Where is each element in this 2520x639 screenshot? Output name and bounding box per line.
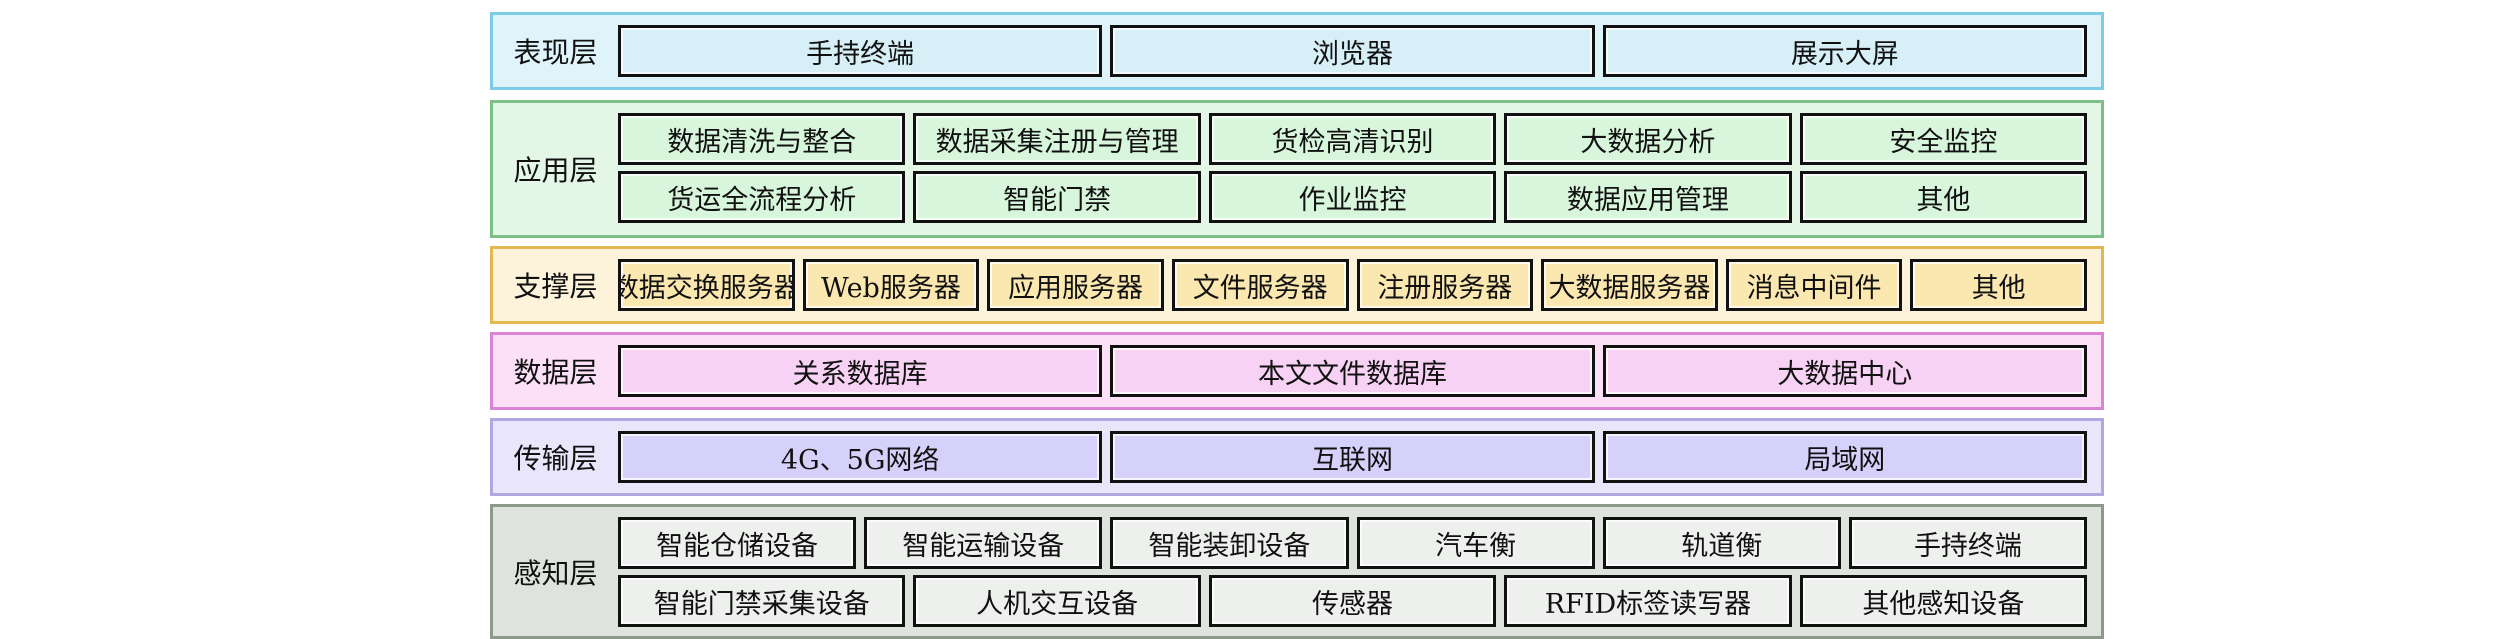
component-box: 展示大屏 bbox=[1602, 25, 2087, 77]
component-box: Web服务器 bbox=[802, 259, 980, 311]
component-box: 数据应用管理 bbox=[1504, 171, 1792, 223]
component-box: 智能仓储设备 bbox=[618, 517, 857, 569]
component-box: 数据采集注册与管理 bbox=[913, 113, 1201, 165]
component-box: 轨道衡 bbox=[1602, 517, 1841, 569]
layer-row: 手持终端浏览器展示大屏 bbox=[618, 25, 2087, 77]
component-box: 消息中间件 bbox=[1725, 259, 1903, 311]
component-box: 作业监控 bbox=[1208, 171, 1497, 223]
component-box: 智能运输设备 bbox=[864, 517, 1103, 569]
component-box: 汽车衡 bbox=[1356, 517, 1595, 569]
layer-row: 智能仓储设备智能运输设备智能装卸设备汽车衡轨道衡手持终端 bbox=[618, 517, 2088, 569]
component-box: 大数据分析 bbox=[1504, 113, 1792, 165]
component-box: 手持终端 bbox=[618, 25, 1103, 77]
component-box: 人机交互设备 bbox=[913, 575, 1201, 627]
component-box: 其他感知设备 bbox=[1799, 575, 2088, 627]
layer-label: 数据层 bbox=[513, 356, 598, 389]
component-box: 局域网 bbox=[1602, 431, 2087, 483]
layer-row: 数据清洗与整合数据采集注册与管理货检高清识别大数据分析安全监控 bbox=[618, 113, 2088, 165]
layer-perception: 感知层智能仓储设备智能运输设备智能装卸设备汽车衡轨道衡手持终端智能门禁采集设备人… bbox=[490, 504, 2104, 639]
layer-application: 应用层数据清洗与整合数据采集注册与管理货检高清识别大数据分析安全监控货运全流程分… bbox=[490, 100, 2104, 238]
layer-row: 货运全流程分析智能门禁作业监控数据应用管理其他 bbox=[618, 171, 2088, 223]
component-box: 注册服务器 bbox=[1356, 259, 1534, 311]
component-box: 智能装卸设备 bbox=[1110, 517, 1349, 569]
component-box: 货检高清识别 bbox=[1208, 113, 1497, 165]
component-box: 智能门禁采集设备 bbox=[618, 575, 906, 627]
component-box: 大数据服务器 bbox=[1541, 259, 1718, 311]
layer-data: 数据层关系数据库本文文件数据库大数据中心 bbox=[490, 332, 2104, 410]
component-box: 本文文件数据库 bbox=[1110, 345, 1595, 397]
layer-label: 应用层 bbox=[513, 154, 598, 187]
component-box: 4G、5G网络 bbox=[618, 431, 1103, 483]
component-box: 浏览器 bbox=[1110, 25, 1595, 77]
layer-label: 感知层 bbox=[513, 556, 598, 590]
component-box: 文件服务器 bbox=[1171, 259, 1349, 311]
layer-label: 表现层 bbox=[513, 36, 598, 69]
layer-label: 支撑层 bbox=[513, 270, 598, 303]
layer-presentation: 表现层手持终端浏览器展示大屏 bbox=[490, 12, 2104, 90]
layer-label: 传输层 bbox=[513, 442, 598, 475]
component-box: 互联网 bbox=[1110, 431, 1595, 483]
layer-transport: 传输层 4G、5G网络互联网局域网 bbox=[490, 418, 2104, 496]
component-box: 数据交换服务器 bbox=[618, 259, 795, 311]
component-box: 货运全流程分析 bbox=[618, 171, 906, 223]
component-box: RFID标签读写器 bbox=[1504, 575, 1792, 627]
component-box: 手持终端 bbox=[1848, 517, 2088, 569]
component-box: 其他 bbox=[1799, 171, 2088, 223]
component-box: 大数据中心 bbox=[1602, 345, 2087, 397]
layer-row: 关系数据库本文文件数据库大数据中心 bbox=[618, 345, 2087, 397]
component-box: 其他 bbox=[1910, 259, 2087, 311]
component-box: 安全监控 bbox=[1799, 113, 2088, 165]
component-box: 应用服务器 bbox=[987, 259, 1164, 311]
component-box: 关系数据库 bbox=[618, 345, 1103, 397]
component-box: 传感器 bbox=[1208, 575, 1497, 627]
layer-row: 4G、5G网络互联网局域网 bbox=[618, 431, 2087, 483]
component-box: 智能门禁 bbox=[913, 171, 1201, 223]
component-box: 数据清洗与整合 bbox=[618, 113, 906, 165]
